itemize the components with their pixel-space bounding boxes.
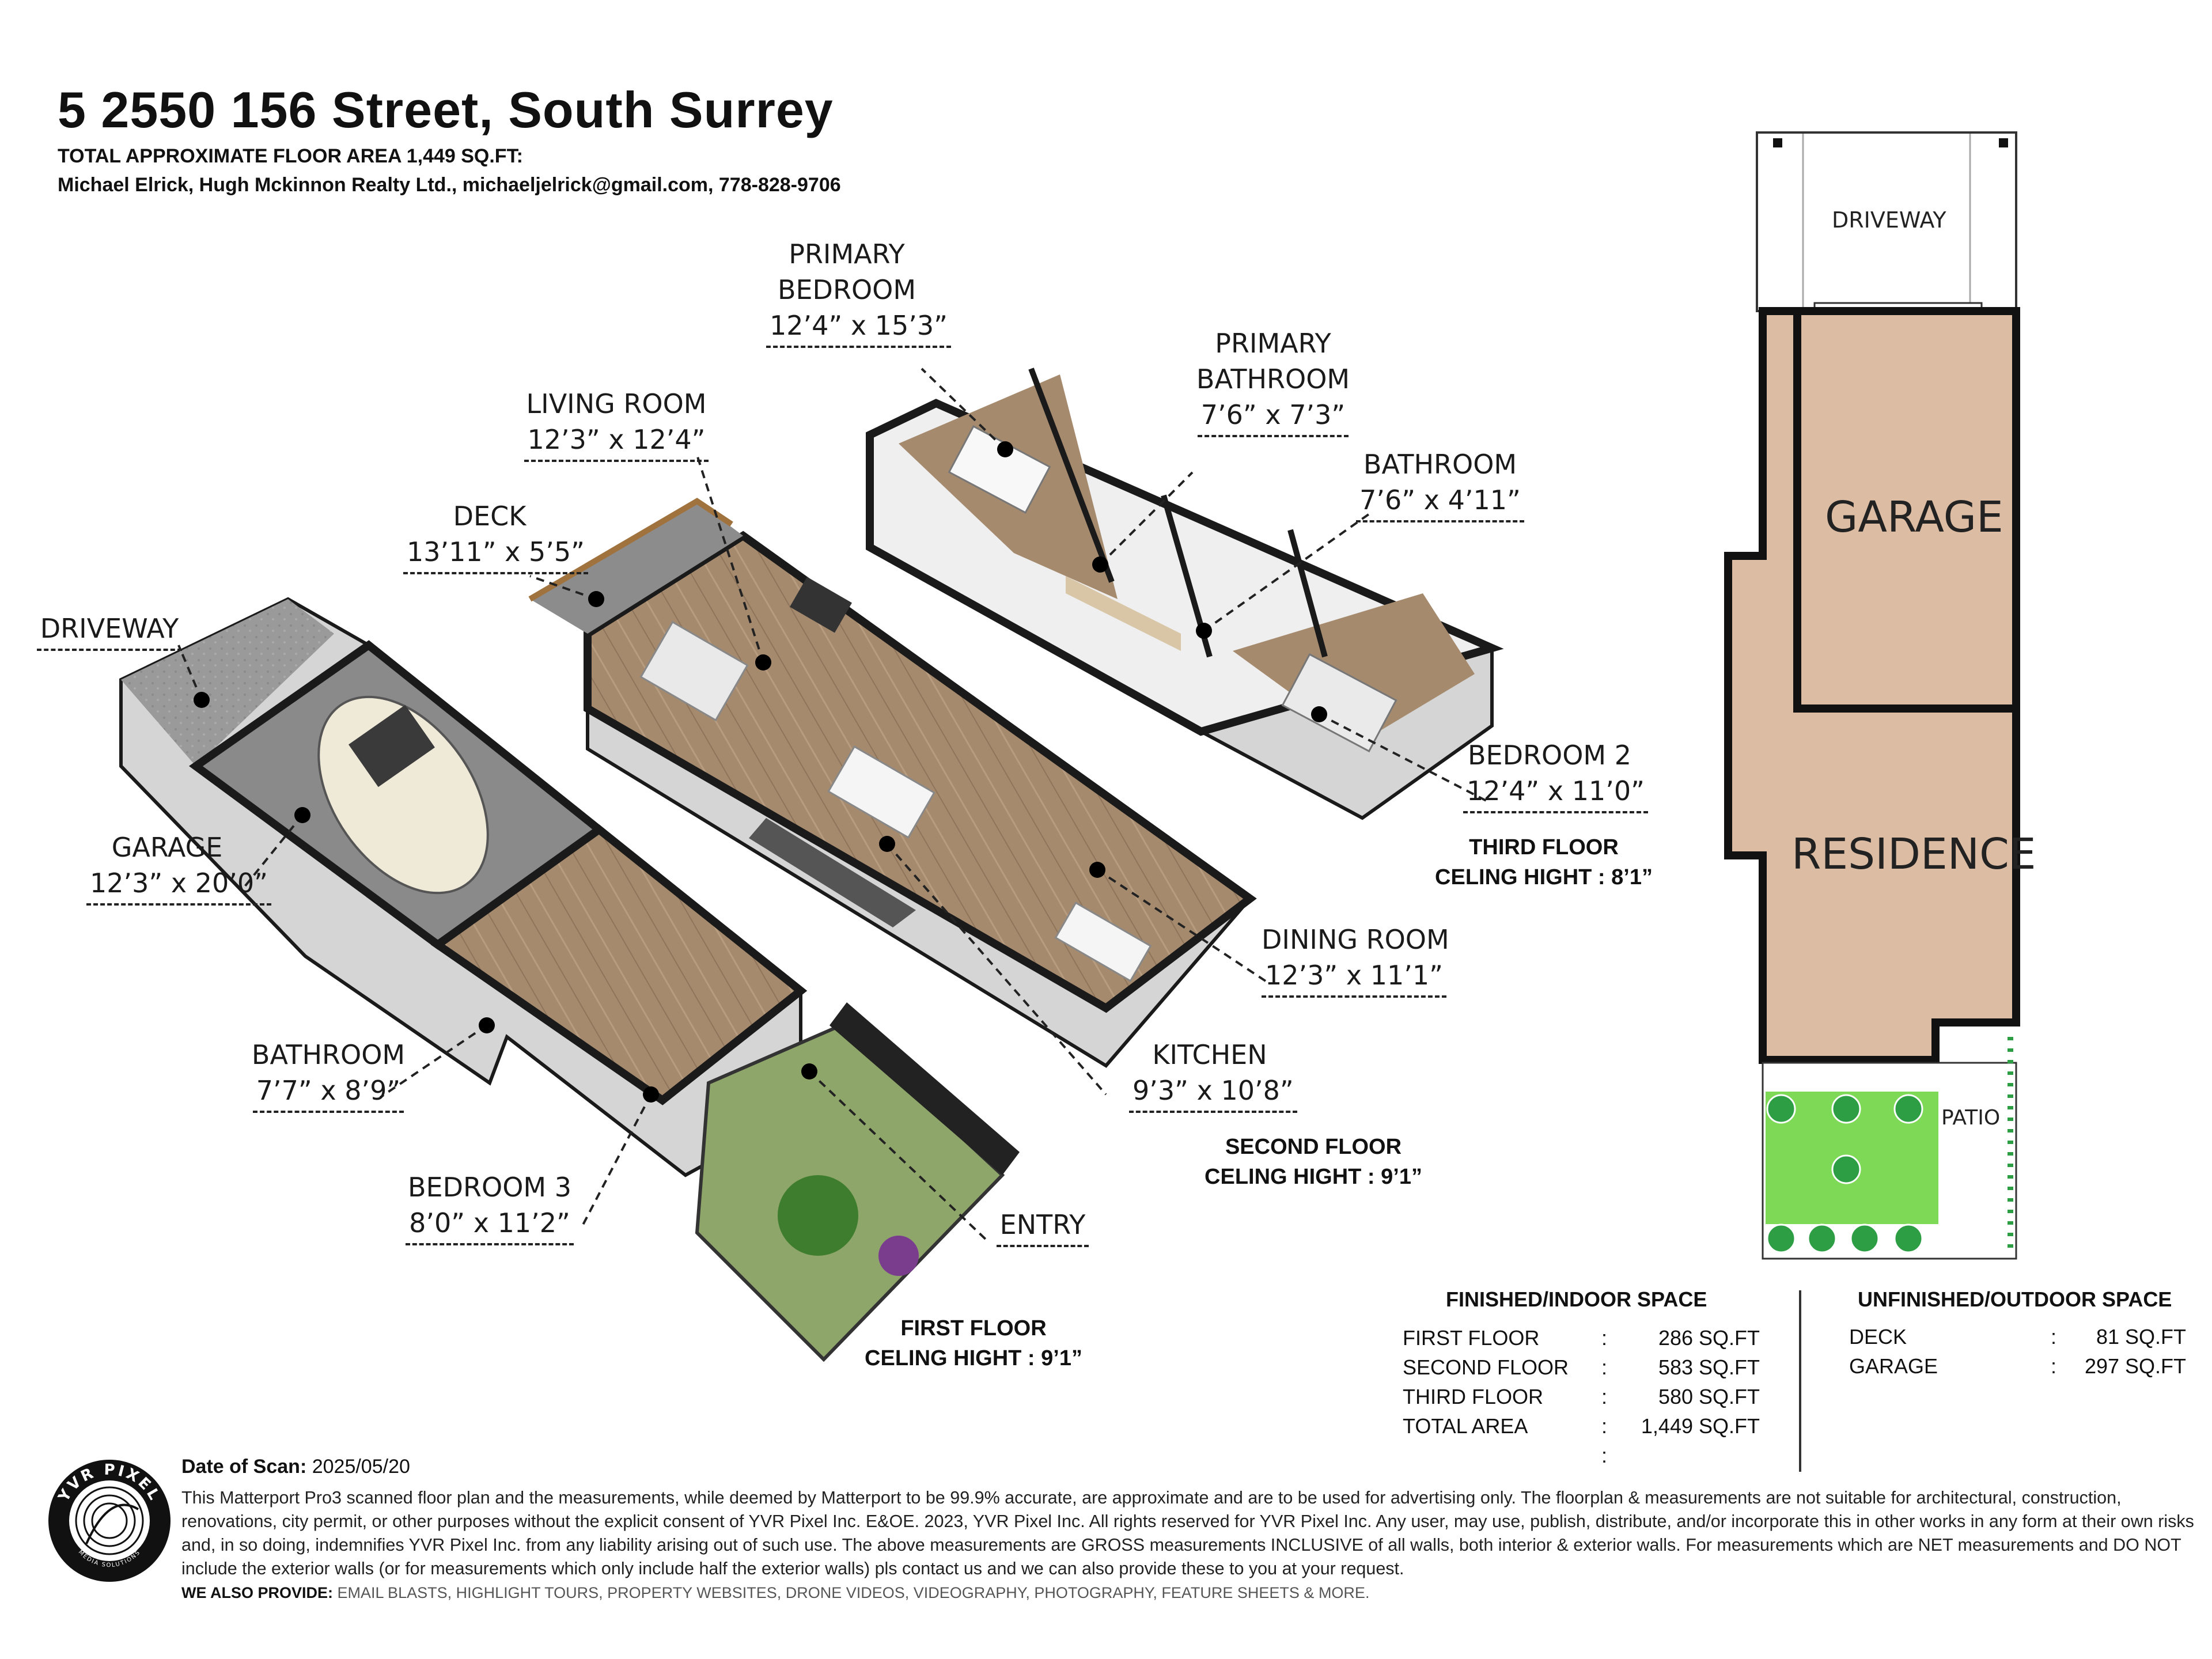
total-area-line: TOTAL APPROXIMATE FLOOR AREA 1,449 SQ.FT…	[58, 145, 523, 167]
unfinished-space-label: GARAGE	[1849, 1354, 1938, 1378]
site-label-driveway: DRIVEWAY	[1832, 207, 1946, 233]
site-label-patio: PATIO	[1941, 1106, 2001, 1130]
unfinished-space-value: 81 SQ.FT	[2096, 1325, 2186, 1349]
room-label-deck: DECK 13’11” x 5’5”	[403, 498, 588, 574]
disclaimer-text: This Matterport Pro3 scanned floor plan …	[181, 1488, 2194, 1578]
unfinished-space-row: DECK: 81 SQ.FT	[1849, 1325, 2186, 1354]
third-floor-model	[866, 368, 1504, 820]
finished-space-row: SECOND FLOOR: 583 SQ.FT	[1403, 1355, 1760, 1384]
unfinished-space-value: 297 SQ.FT	[2084, 1354, 2186, 1378]
room-label-driveway: DRIVEWAY	[35, 611, 184, 651]
finished-space-value: 286 SQ.FT	[1658, 1326, 1760, 1350]
room-label-living-room: LIVING ROOM 12’3” x 12’4”	[518, 386, 714, 462]
finished-space-row: :	[1403, 1444, 1760, 1472]
room-label-primary-bathroom: PRIMARY BATHROOM 7’6” x 7’3”	[1187, 325, 1359, 437]
finished-space-value: 1,449 SQ.FT	[1641, 1414, 1760, 1438]
unfinished-space-separator: :	[2051, 1354, 2057, 1378]
finished-space-value: 580 SQ.FT	[1658, 1385, 1760, 1408]
room-marker-dots	[194, 441, 1327, 1103]
yvr-pixel-logo: YVR PIXEL MEDIA SOLUTIONS	[48, 1460, 171, 1582]
room-label-bathroom-upper: BATHROOM 7’6” x 4’11”	[1342, 446, 1538, 522]
room-label-entry: ENTRY	[985, 1207, 1100, 1247]
site-trees	[1766, 1094, 1923, 1253]
finished-space-label: FIRST FLOOR	[1403, 1326, 1540, 1350]
finished-space-label: SECOND FLOOR	[1403, 1355, 1569, 1379]
finished-space-separator: :	[1601, 1355, 1608, 1379]
unfinished-space-separator: :	[2051, 1325, 2057, 1349]
unfinished-space-label: DECK	[1849, 1325, 1907, 1349]
second-floor-model	[528, 498, 1257, 1068]
room-label-primary-bedroom: PRIMARY BEDROOM 12’4” x 15’3”	[766, 236, 951, 348]
agent-contact: Michael Elrick, Hugh Mckinnon Realty Ltd…	[58, 174, 841, 196]
finished-space-value: 583 SQ.FT	[1658, 1355, 1760, 1379]
page-title: 5 2550 156 Street, South Surrey	[58, 81, 834, 138]
finished-space-separator: :	[1601, 1385, 1608, 1408]
table-divider	[1799, 1290, 1801, 1472]
unfinished-space-row: GARAGE: 297 SQ.FT	[1849, 1354, 2186, 1383]
unfinished-space-title: UNFINISHED/OUTDOOR SPACE	[1858, 1287, 2172, 1311]
finished-space-separator: :	[1601, 1444, 1608, 1467]
site-driveway-area	[1756, 131, 2017, 312]
finished-space-separator: :	[1601, 1414, 1608, 1438]
first-floor-model	[119, 597, 1020, 1362]
room-label-dining-room: DINING ROOM 12’3” x 11’1”	[1262, 922, 1449, 998]
site-label-garage: GARAGE	[1825, 493, 2003, 542]
finished-space-row: THIRD FLOOR: 580 SQ.FT	[1403, 1385, 1760, 1414]
finished-space-title: FINISHED/INDOOR SPACE	[1446, 1287, 1707, 1311]
scan-date: Date of Scan: 2025/05/20	[181, 1456, 410, 1478]
room-label-bedroom-3: BEDROOM 3 8’0” x 11’2”	[403, 1169, 576, 1245]
floor-label-third: THIRD FLOOR CELING HIGHT : 8’1”	[1435, 835, 1653, 889]
site-building	[1724, 307, 2020, 1064]
room-label-kitchen: KITCHEN 9’3” x 10’8”	[1129, 1037, 1297, 1113]
floor-label-second: SECOND FLOOR CELING HIGHT : 9’1”	[1205, 1135, 1422, 1189]
room-label-garage: GARAGE 12’3” x 20’0”	[86, 830, 271, 906]
finished-space-separator: :	[1601, 1326, 1608, 1350]
finished-space-label: THIRD FLOOR	[1403, 1385, 1544, 1408]
finished-space-row: FIRST FLOOR: 286 SQ.FT	[1403, 1326, 1760, 1355]
floor-label-first: FIRST FLOOR CELING HIGHT : 9’1”	[865, 1316, 1082, 1370]
garage-residence-divider	[1793, 311, 2016, 713]
also-provide-line: WE ALSO PROVIDE: EMAIL BLASTS, HIGHLIGHT…	[181, 1584, 1370, 1601]
room-label-bedroom-2: BEDROOM 2 12’4” x 11’0”	[1463, 737, 1648, 813]
finished-space-row: TOTAL AREA: 1,449 SQ.FT	[1403, 1414, 1760, 1443]
site-label-residence: RESIDENCE	[1791, 830, 2036, 879]
finished-space-label: TOTAL AREA	[1403, 1414, 1528, 1438]
leader-lines	[177, 368, 1487, 1243]
room-label-bathroom-lower: BATHROOM 7’7” x 8’9”	[248, 1037, 409, 1113]
